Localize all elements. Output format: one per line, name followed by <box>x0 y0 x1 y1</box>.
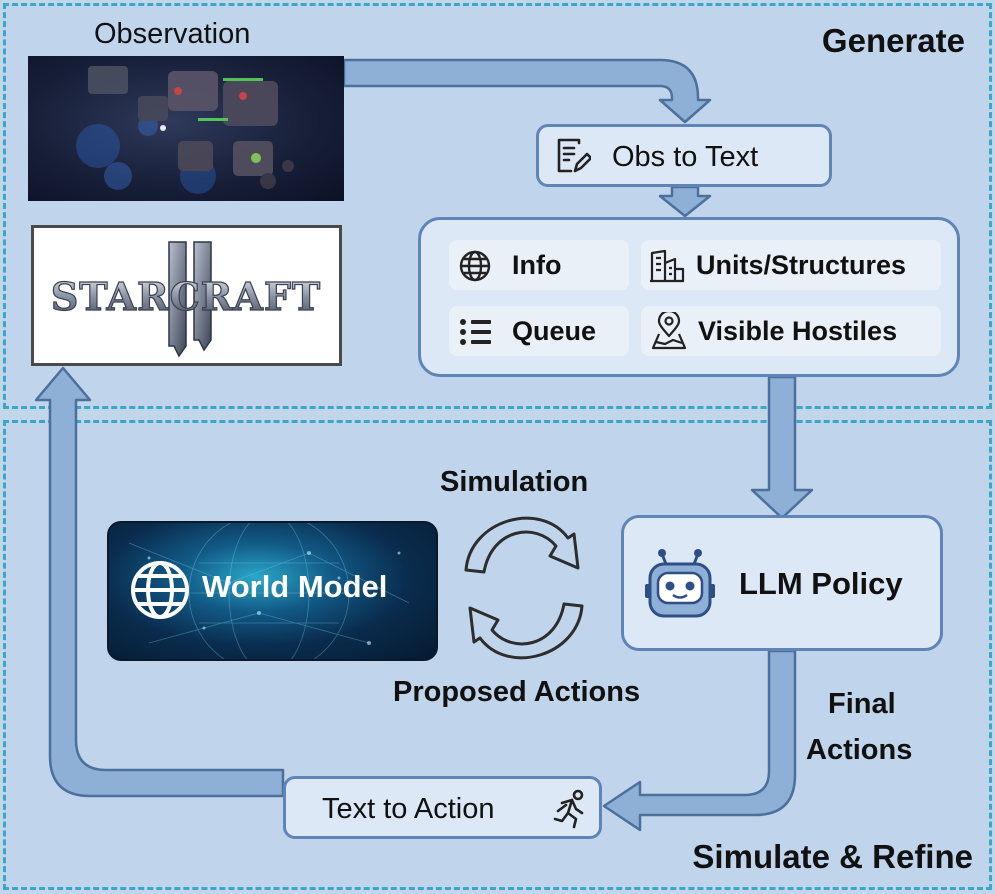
world-model-label: World Model <box>202 569 388 604</box>
obs-to-text-label: Obs to Text <box>612 141 759 173</box>
arrow-llm-policy-to-text-to-action <box>602 649 797 832</box>
generate-section-title: Generate <box>821 22 965 59</box>
arrow-info-to-llm-policy <box>750 375 814 520</box>
llm-policy-label: LLM Policy <box>739 566 903 601</box>
document-edit-icon <box>557 138 591 173</box>
buildings-icon <box>650 249 685 283</box>
map-pin-icon <box>651 312 687 350</box>
globe-icon <box>131 561 189 619</box>
text-to-action-box: Text to Action <box>283 776 602 839</box>
cycle-arrow-bottom <box>468 602 584 660</box>
starcraft-logo-text: STARCRAFT <box>51 274 321 319</box>
proposed-actions-label: Proposed Actions <box>393 676 641 708</box>
visible-hostiles-label: Visible Hostiles <box>698 316 898 346</box>
observation-screenshot <box>28 56 344 201</box>
list-icon <box>460 319 491 345</box>
info-cell: Info <box>449 240 629 290</box>
units-structures-label: Units/Structures <box>696 250 907 280</box>
observation-label: Observation <box>94 18 251 50</box>
units-structures-cell: Units/Structures <box>641 240 941 290</box>
observation-text-panel: Info Units/Structures Queue <box>418 217 960 377</box>
final-actions-label-line1: Final <box>828 688 896 720</box>
robot-icon <box>645 549 715 618</box>
running-person-icon <box>553 789 584 829</box>
visible-hostiles-cell: Visible Hostiles <box>641 306 941 356</box>
starcraft-logo-box: STARCRAFT <box>31 225 342 366</box>
world-model-box: World Model <box>107 521 438 661</box>
cycle-arrow-top <box>464 516 580 574</box>
arrow-observation-to-obs-text <box>342 58 712 124</box>
simulation-label: Simulation <box>440 466 589 498</box>
simulate-refine-section-title: Simulate & Refine <box>692 838 973 875</box>
globe-network-graphic <box>128 523 410 659</box>
arrow-obs-text-to-info <box>658 185 712 218</box>
obs-to-text-box: Obs to Text <box>536 124 832 187</box>
llm-policy-box: LLM Policy <box>621 515 943 651</box>
game-scene-graphic <box>76 66 294 194</box>
final-actions-label-line2: Actions <box>806 734 913 766</box>
text-to-action-label: Text to Action <box>322 793 495 825</box>
globe-icon <box>459 250 491 282</box>
queue-cell: Queue <box>449 306 629 356</box>
info-label: Info <box>512 250 562 280</box>
arrow-text-to-action-to-game <box>34 366 285 798</box>
starcraft-logo: STARCRAFT <box>50 241 321 358</box>
queue-label: Queue <box>512 316 597 346</box>
